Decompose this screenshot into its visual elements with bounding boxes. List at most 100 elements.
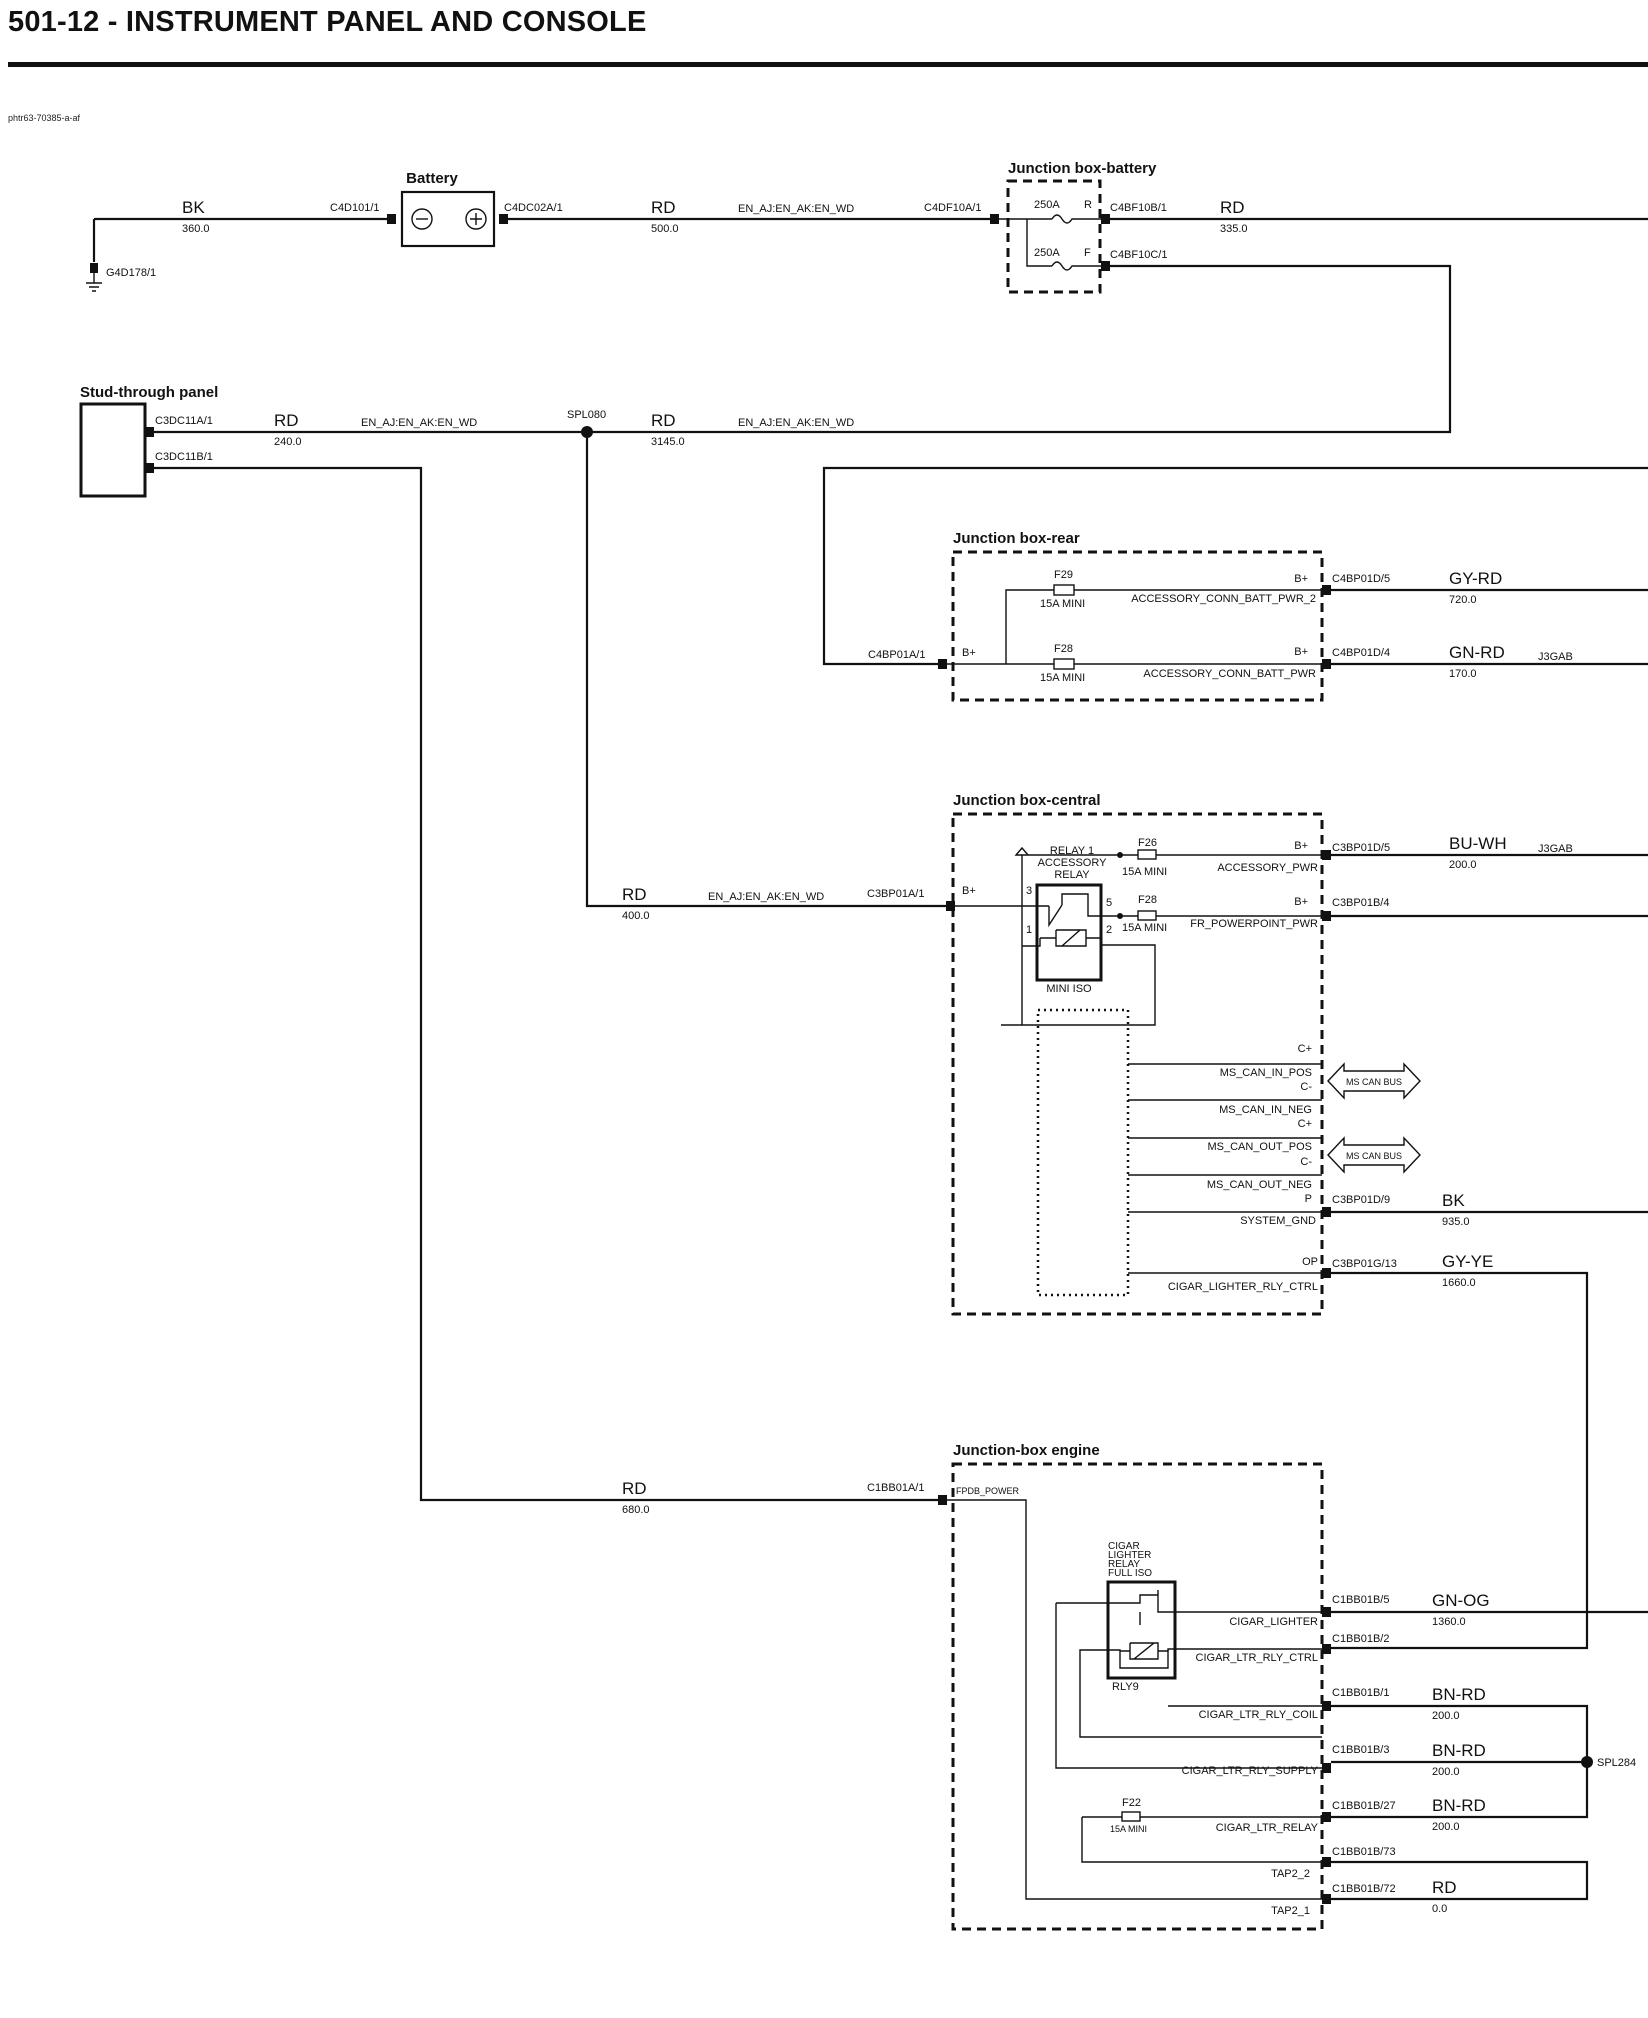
- jb-battery-title: Junction box-battery: [1008, 160, 1157, 177]
- label-c1bb01b2: C1BB01B/2: [1332, 1633, 1389, 1645]
- cigar-relay-line2: LIGHTER: [1108, 1550, 1151, 1561]
- label-j3gab-1: J3GAB: [1538, 651, 1573, 663]
- ms-can-bus-arrow-2: MS CAN BUS: [1327, 1136, 1421, 1174]
- wire-length-rd-batt: 500.0: [651, 223, 679, 235]
- label-en-aj-3: EN_AJ:EN_AK:EN_WD: [738, 417, 854, 429]
- cigar-relay-line4: FULL ISO: [1108, 1568, 1152, 1579]
- wire-length-rd-engine: 680.0: [622, 1504, 650, 1516]
- fuse-f26: [1120, 849, 1322, 860]
- label-spl284: SPL284: [1597, 1757, 1636, 1769]
- fuse-f22: [1081, 1811, 1322, 1863]
- relay1-type: MINI ISO: [1046, 983, 1092, 995]
- wire-color-rd-tap: RD: [1432, 1878, 1457, 1897]
- wire-length-rd-stud: 240.0: [274, 436, 302, 448]
- wire-color-rd-stud: RD: [274, 411, 299, 430]
- jb-rear-bus: [947, 589, 1054, 665]
- connector-pin-c4df10a: [990, 214, 999, 224]
- stud-panel-box: [79, 402, 147, 498]
- figure-reference: phtr63-70385-a-af: [8, 113, 81, 123]
- jb-battery-outline: [1006, 179, 1102, 294]
- wire-length-bn-rd-1: 200.0: [1432, 1710, 1460, 1722]
- connector-pin-c4bp01a: [938, 659, 947, 669]
- signal-cigar-ltr-rly-coil: CIGAR_LTR_RLY_COIL: [1199, 1709, 1318, 1721]
- wire-bk-ground: [92, 217, 395, 262]
- signal-acc-batt: ACCESSORY_CONN_BATT_PWR: [1143, 668, 1316, 680]
- battery-title: Battery: [406, 170, 458, 187]
- label-c3dc11b: C3DC11B/1: [155, 451, 213, 463]
- relay1-pin2: 2: [1106, 924, 1112, 936]
- signal-ms-can-out-pos: MS_CAN_OUT_POS: [1207, 1141, 1312, 1153]
- wire-length-bn-rd-3: 200.0: [1432, 1821, 1460, 1833]
- wire-color-bk: BK: [182, 198, 205, 217]
- label-c3bp01d5: C3BP01D/5: [1332, 842, 1390, 854]
- connector-pin-c1bb01b73: [1322, 1857, 1331, 1867]
- label-c4bp01d5: C4BP01D/5: [1332, 573, 1390, 585]
- wire-color-gy-rd: GY-RD: [1449, 569, 1502, 588]
- signal-cigar-rly-ctrl: CIGAR_LIGHTER_RLY_CTRL: [1168, 1281, 1318, 1293]
- label-en-aj-2: EN_AJ:EN_AK:EN_WD: [361, 417, 477, 429]
- wire-length-bn-rd-2: 200.0: [1432, 1766, 1460, 1778]
- jb-central-title: Junction box-central: [953, 792, 1101, 809]
- jb-rear-outline: [951, 550, 1324, 702]
- label-c4dc02a: C4DC02A/1: [504, 202, 563, 214]
- signal-acc-pwr: ACCESSORY_PWR: [1217, 862, 1318, 874]
- connector-pin-c4bp01d5: [1322, 585, 1331, 595]
- connector-pin-c4bf10c: [1101, 261, 1110, 271]
- label-c3bp01a: C3BP01A/1: [867, 888, 924, 900]
- engine-fpdb-bus: [947, 1499, 1322, 1900]
- label-c1bb01b72: C1BB01B/72: [1332, 1883, 1396, 1895]
- fuse-f28-central: [1120, 910, 1322, 921]
- connector-pin-c3bp01g13: [1322, 1268, 1331, 1278]
- jb-engine-title: Junction-box engine: [953, 1442, 1100, 1459]
- fuse-letter-r: R: [1084, 199, 1092, 211]
- connector-pin-c1bb01b72: [1322, 1894, 1331, 1904]
- connector-pin-c1bb01a: [938, 1495, 947, 1505]
- signal-cigar-ltr-rly-supply: CIGAR_LTR_RLY_SUPPLY: [1182, 1765, 1319, 1777]
- jb-rear-title: Junction box-rear: [953, 530, 1080, 547]
- label-c1bb01b5: C1BB01B/5: [1332, 1594, 1389, 1606]
- wire-length-bu-wh: 200.0: [1449, 859, 1477, 871]
- splice-spl284: [1581, 1756, 1593, 1768]
- pin-bplus-central-1: B+: [1294, 840, 1308, 852]
- fuse-rating-f22: 15A MINI: [1110, 1824, 1147, 1834]
- wire-color-gn-og: GN-OG: [1432, 1591, 1490, 1610]
- stud-panel-title: Stud-through panel: [80, 384, 218, 401]
- wire-stud-to-engine: [154, 466, 938, 1502]
- signal-tap2-2: TAP2_2: [1271, 1868, 1310, 1880]
- connector-pin-c1bb01b3: [1322, 1763, 1331, 1773]
- fuse-rating-f26: 15A MINI: [1122, 866, 1167, 878]
- battery-symbol: [400, 190, 496, 248]
- wire-tap2-2: [1331, 1860, 1589, 1901]
- label-c3bp01b4: C3BP01B/4: [1332, 897, 1389, 909]
- wire-color-bn-rd-2: BN-RD: [1432, 1741, 1486, 1760]
- fuse-label-f28-rear: F28: [1054, 643, 1073, 655]
- wire-length-rd-spl: 3145.0: [651, 436, 685, 448]
- module-internal-dotted: [1036, 1008, 1130, 1297]
- pin-cplus-2: C+: [1298, 1118, 1312, 1130]
- ms-can-bus-arrow-1: MS CAN BUS: [1327, 1062, 1421, 1100]
- fuse-rating-f28-central: 15A MINI: [1122, 922, 1167, 934]
- page-title: 501-12 - INSTRUMENT PANEL AND CONSOLE: [8, 6, 647, 38]
- label-c3bp01g13: C3BP01G/13: [1332, 1258, 1397, 1270]
- wire-length-rd-central: 400.0: [622, 910, 650, 922]
- fuse-rating-f29: 15A MINI: [1040, 598, 1085, 610]
- signal-system-gnd: SYSTEM_GND: [1240, 1215, 1316, 1227]
- connector-pin-c4d101: [387, 214, 396, 224]
- fuse-label-f28-central: F28: [1138, 894, 1157, 906]
- fuse-rating-f28-rear: 15A MINI: [1040, 672, 1085, 684]
- signal-ms-can-in-pos: MS_CAN_IN_POS: [1220, 1067, 1312, 1079]
- fuse-label-f29: F29: [1054, 569, 1073, 581]
- wire-jb-battery-to-spl: [590, 264, 1452, 434]
- fuse-f29: [1053, 584, 1322, 596]
- cigar-relay-id: RLY9: [1112, 1681, 1139, 1693]
- signal-acc-batt2: ACCESSORY_CONN_BATT_PWR_2: [1131, 593, 1316, 605]
- label-g4d178: G4D178/1: [106, 267, 156, 279]
- label-en-aj-1: EN_AJ:EN_AK:EN_WD: [738, 203, 854, 215]
- relay1-pin5: 5: [1106, 897, 1112, 909]
- jb-engine-outline: [951, 1462, 1324, 1931]
- relay1-pin1: 1: [1026, 924, 1032, 936]
- wire-color-rd-out: RD: [1220, 198, 1245, 217]
- signal-cigar-ltr-relay: CIGAR_LTR_RELAY: [1216, 1822, 1319, 1834]
- fuse-label-250a-f: 250A: [1034, 247, 1060, 259]
- label-c3dc11a: C3DC11A/1: [155, 415, 213, 427]
